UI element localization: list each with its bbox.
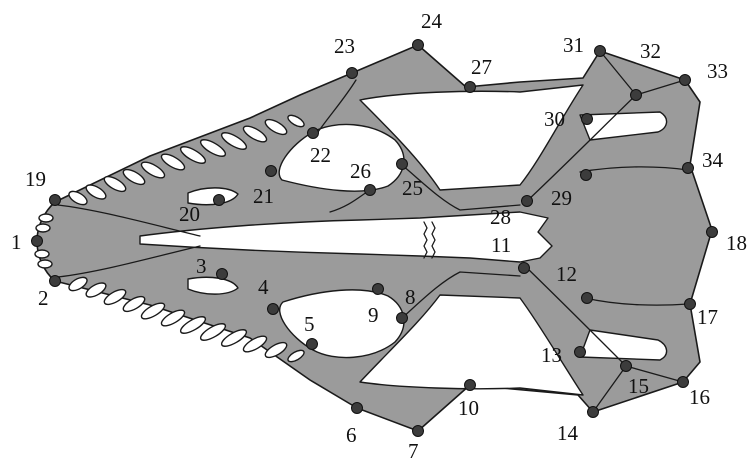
landmark-dot	[397, 313, 408, 324]
landmark-7: 7	[408, 426, 424, 464]
landmark-dot	[581, 170, 592, 181]
landmark-dot	[352, 403, 363, 414]
landmark-dot	[307, 339, 318, 350]
landmark-2: 2	[38, 276, 61, 311]
landmark-label: 34	[702, 148, 724, 172]
landmark-label: 32	[640, 39, 661, 63]
landmark-dot	[214, 195, 225, 206]
landmark-label: 2	[38, 286, 49, 310]
landmark-label: 25	[402, 176, 423, 200]
landmark-dot	[413, 40, 424, 51]
landmark-19: 19	[25, 167, 61, 206]
landmark-dot	[575, 347, 586, 358]
landmark-dot	[266, 166, 277, 177]
landmark-dot	[685, 299, 696, 310]
landmark-label: 4	[258, 275, 269, 299]
landmark-label: 13	[541, 343, 562, 367]
landmark-label: 15	[628, 374, 649, 398]
landmark-label: 12	[556, 262, 577, 286]
landmark-33: 33	[680, 59, 729, 86]
landmark-label: 23	[334, 34, 355, 58]
landmark-dot	[373, 284, 384, 295]
landmark-dot	[308, 128, 319, 139]
landmark-label: 18	[726, 231, 747, 255]
landmark-label: 17	[697, 305, 718, 329]
landmark-label: 33	[707, 59, 728, 83]
landmark-label: 26	[350, 159, 371, 183]
landmark-dot	[588, 407, 599, 418]
landmark-dot	[680, 75, 691, 86]
landmark-label: 16	[689, 385, 710, 409]
landmark-label: 8	[405, 285, 416, 309]
landmark-dot	[582, 293, 593, 304]
landmark-dot	[621, 361, 632, 372]
landmark-label: 7	[408, 439, 419, 463]
landmark-label: 6	[346, 423, 357, 447]
landmark-6: 6	[346, 403, 363, 448]
landmark-label: 11	[491, 233, 511, 257]
landmark-label: 29	[551, 186, 572, 210]
landmark-label: 14	[557, 421, 579, 445]
landmark-dot	[347, 68, 358, 79]
landmark-label: 27	[471, 55, 492, 79]
landmark-24: 24	[413, 9, 443, 51]
landmark-16: 16	[678, 377, 711, 410]
landmark-label: 9	[368, 303, 379, 327]
landmark-label: 10	[458, 396, 479, 420]
landmark-dot	[465, 82, 476, 93]
landmark-dot	[50, 195, 61, 206]
landmark-label: 28	[490, 205, 511, 229]
landmark-label: 30	[544, 107, 565, 131]
landmark-dot	[678, 377, 689, 388]
landmark-14: 14	[557, 407, 599, 446]
landmark-23: 23	[334, 34, 358, 79]
landmark-dot	[707, 227, 718, 238]
landmark-label: 20	[179, 202, 200, 226]
landmark-label: 19	[25, 167, 46, 191]
landmark-dot	[522, 196, 533, 207]
landmark-dot	[683, 163, 694, 174]
landmark-dot	[413, 426, 424, 437]
landmark-dot	[519, 263, 530, 274]
landmark-label: 21	[253, 184, 274, 208]
landmark-label: 24	[421, 9, 443, 33]
landmark-dot	[397, 159, 408, 170]
landmark-label: 22	[310, 143, 331, 167]
landmark-dot	[465, 380, 476, 391]
landmark-dot	[268, 304, 279, 315]
landmark-label: 1	[11, 230, 22, 254]
landmark-dot	[595, 46, 606, 57]
landmark-dot	[365, 185, 376, 196]
landmark-dot	[582, 114, 593, 125]
landmark-31: 31	[563, 33, 606, 57]
landmark-label: 31	[563, 33, 584, 57]
landmark-18: 18	[707, 227, 748, 256]
landmark-dot	[50, 276, 61, 287]
landmark-dot	[631, 90, 642, 101]
landmark-dot	[217, 269, 228, 280]
landmark-label: 3	[196, 254, 207, 278]
landmark-label: 5	[304, 312, 315, 336]
landmark-dot	[32, 236, 43, 247]
